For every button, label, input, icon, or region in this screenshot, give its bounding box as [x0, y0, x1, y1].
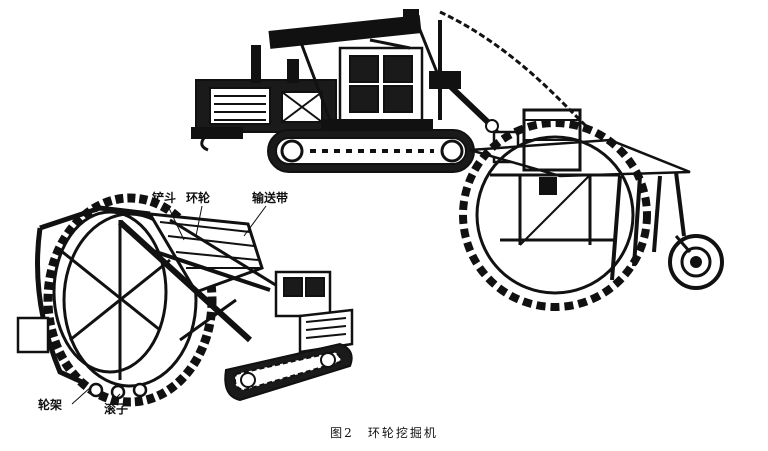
- wheel-frame: [16, 205, 151, 385]
- label-ring-wheel: 环轮: [186, 191, 211, 205]
- boom-arm: [268, 9, 442, 121]
- tractor-cab: [321, 46, 433, 133]
- ripper-tines: [610, 171, 686, 281]
- perspective-crawler-track: [224, 342, 353, 402]
- figure-number: 图2: [330, 426, 354, 440]
- leader-conveyor-belt: [243, 205, 267, 237]
- figure-title: 环轮挖掘机: [367, 426, 438, 440]
- rollers: [88, 382, 148, 400]
- label-wheel-frame: 轮架: [38, 398, 63, 412]
- side-view-excavator: [191, 9, 724, 311]
- leader-bucket: [167, 205, 185, 241]
- linkage-boom: [117, 219, 271, 343]
- figure-caption: 图2 环轮挖掘机: [0, 424, 768, 441]
- tractor-body: [191, 45, 337, 152]
- label-conveyor-belt: 输送带: [252, 191, 289, 205]
- perspective-tractor: [274, 270, 354, 354]
- leader-wheel-frame: [71, 385, 93, 405]
- label-bucket: 铲斗: [152, 191, 177, 205]
- tail-wheel: [668, 234, 724, 290]
- ring-wheel-side: [459, 119, 651, 311]
- crawler-track: [267, 129, 475, 173]
- ring-wheel-perspective: [43, 193, 217, 407]
- perspective-view-excavator: [16, 193, 354, 407]
- lift-chain: [439, 10, 592, 132]
- leader-ring-wheel: [195, 205, 203, 237]
- label-roller: 滚子: [104, 402, 129, 416]
- label-leader-lines: [71, 205, 267, 405]
- leader-roller: [111, 393, 121, 403]
